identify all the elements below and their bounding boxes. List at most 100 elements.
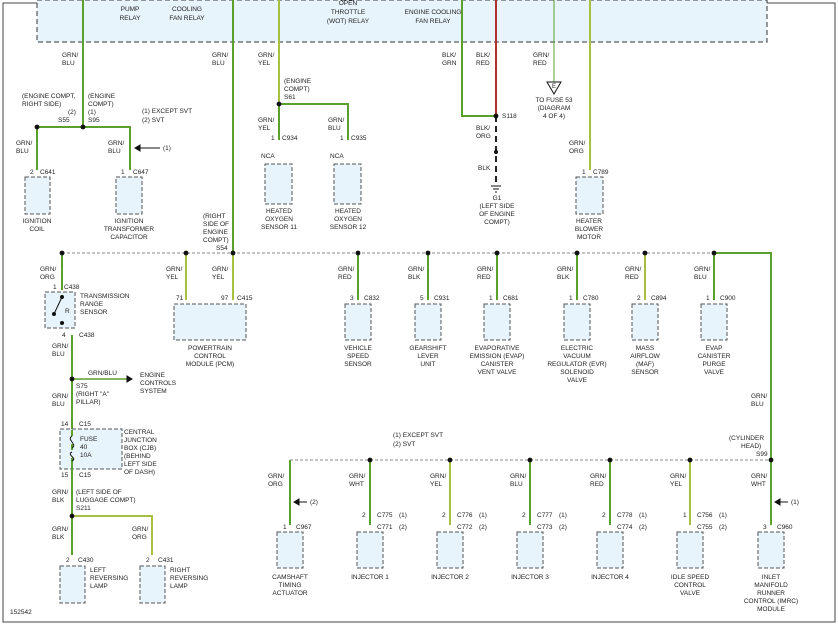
svt-note-mid: (1) EXCEPT SVT(2) SVT xyxy=(393,432,443,448)
wire-label: GRN/RED xyxy=(533,52,549,67)
connector-c778: C778 xyxy=(617,512,633,519)
connector-c15-bottom: C15 xyxy=(79,472,91,479)
wire-label: GRN/BLU xyxy=(108,140,124,155)
bus-node xyxy=(607,457,613,463)
arrowhead xyxy=(774,498,781,506)
bus-node xyxy=(687,457,693,463)
connector-c789: C789 xyxy=(593,169,609,176)
pin-label: 2 xyxy=(442,512,446,519)
connector-c772: C772 xyxy=(457,524,473,531)
wire-label: BLK xyxy=(478,165,491,172)
purge-box xyxy=(700,303,728,341)
fuse-ref-letter: E xyxy=(552,84,556,90)
pin-label: 5 xyxy=(420,295,424,302)
splice-s61 xyxy=(276,101,282,107)
pin-label: 2 xyxy=(602,512,606,519)
splice-s75-label: S75(RIGHT "A"PILLAR) xyxy=(76,383,110,406)
wire-label: BLK/GRN xyxy=(442,52,457,67)
isc-box xyxy=(676,531,704,569)
wire-label: BLK/RED xyxy=(476,52,490,67)
pin-label: 3 xyxy=(350,295,354,302)
connector-c967: C967 xyxy=(296,524,312,531)
wire-label: GRN/BLU xyxy=(328,117,344,132)
connector-c780: C780 xyxy=(583,295,599,302)
pin-label: 2 xyxy=(30,169,34,176)
connector-c832: C832 xyxy=(364,295,380,302)
inj3-label: INJECTOR 3 xyxy=(511,574,549,581)
wire-label: GRN/ORG xyxy=(268,473,284,488)
fuse-ref-symbol xyxy=(546,81,562,95)
splice-s95 xyxy=(80,124,86,130)
connector-c894: C894 xyxy=(651,295,667,302)
wire-label: GRN/YEL xyxy=(258,52,274,67)
trs-r-label: R xyxy=(65,308,70,315)
connector-c935: C935 xyxy=(351,135,367,142)
nca-label: NCA xyxy=(330,153,344,160)
connector-c438-top: C438 xyxy=(64,284,80,291)
pin-label: 1 xyxy=(283,524,287,531)
wire-label: GRN/RED xyxy=(590,473,606,488)
bus-node xyxy=(367,457,373,463)
connector-c431: C431 xyxy=(158,557,174,564)
connector-c777: C777 xyxy=(537,512,553,519)
cam-box xyxy=(276,531,304,569)
wire-label: GRN/BLU xyxy=(16,140,32,155)
connector-c773: C773 xyxy=(537,524,553,531)
bus-node xyxy=(642,250,648,256)
pin-label: 2 xyxy=(66,557,70,564)
evr-box xyxy=(563,303,591,341)
pin-label: 2 xyxy=(637,295,641,302)
trs-switch xyxy=(52,295,64,325)
connector-c960: C960 xyxy=(777,524,793,531)
left-lamp-box xyxy=(59,565,86,604)
connector-c771: C771 xyxy=(377,524,393,531)
pin-label: 71 xyxy=(176,295,184,302)
wire-label: GRN/YEL xyxy=(670,473,686,488)
wire-s61-ho2s xyxy=(278,103,349,140)
variant-1: (1) xyxy=(719,512,727,519)
splice-s211 xyxy=(69,513,75,519)
connector-c15-top: C15 xyxy=(79,421,91,428)
imrc-box xyxy=(757,531,785,569)
connector-c681: C681 xyxy=(503,295,519,302)
splice-s75 xyxy=(69,376,75,382)
ecs-arrowhead xyxy=(126,375,133,383)
pin-label: 2 xyxy=(146,557,150,564)
maf-box xyxy=(631,303,659,341)
inj2-label: INJECTOR 2 xyxy=(431,574,469,581)
wire-label: GRN/BLK xyxy=(52,489,68,504)
connector-c931: C931 xyxy=(434,295,450,302)
inj4-label: INJECTOR 4 xyxy=(591,574,629,581)
splice-dot-blk xyxy=(494,150,498,154)
pin-label: 14 xyxy=(61,421,69,428)
wire-label: GRN/YEL xyxy=(258,117,274,132)
bus-node xyxy=(494,250,500,256)
fuse-icon xyxy=(69,435,75,449)
wire-label: GRN/WHT xyxy=(751,473,767,488)
wire-label: GRN/RED xyxy=(338,266,354,281)
bus-node xyxy=(711,250,717,256)
bus-node xyxy=(447,457,453,463)
ignition-coil-box xyxy=(24,176,51,215)
arrowhead xyxy=(293,498,300,506)
evap-vent-box xyxy=(483,303,511,341)
inj3-box xyxy=(516,531,544,569)
wire-label: GRN/BLK xyxy=(557,266,573,281)
wire-label: GRN/WHT xyxy=(349,473,365,488)
connector-c438-bottom: C438 xyxy=(79,332,95,339)
pin-label: 1 xyxy=(53,284,57,291)
